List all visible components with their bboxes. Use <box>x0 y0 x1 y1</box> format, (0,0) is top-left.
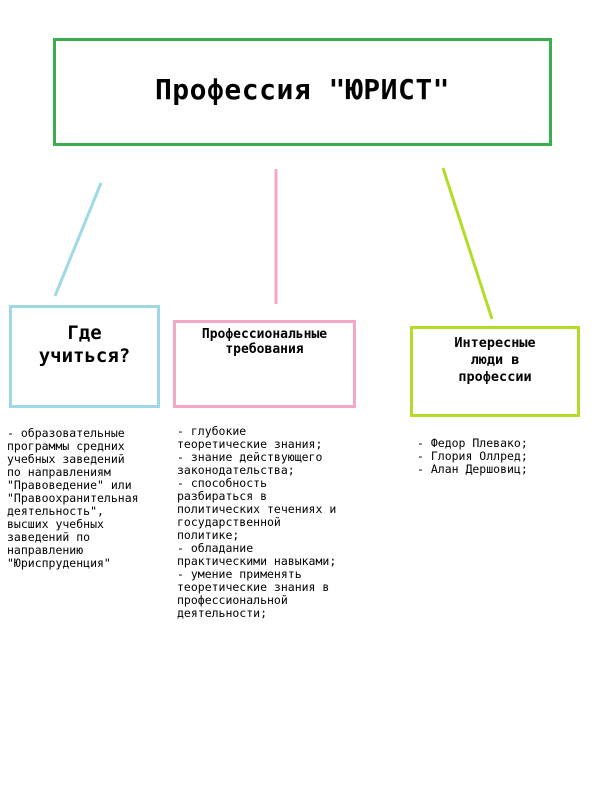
list-item: - Глория Оллред; <box>417 449 528 463</box>
where-to-study-heading: Где учиться? <box>38 322 131 367</box>
requirements-box: Профессиональные требования <box>173 320 356 408</box>
page-title: Профессия "ЮРИСТ" <box>154 72 451 106</box>
interesting-people-list: - Федор Плевако; - Глория Оллред; - Алан… <box>417 437 597 476</box>
interesting-people-box: Интересные люди в профессии <box>410 326 580 417</box>
list-item: - образовательные программы средних учеб… <box>7 426 139 570</box>
where-to-study-box: Где учиться? <box>9 305 160 408</box>
interesting-people-heading: Интересные люди в профессии <box>454 335 536 385</box>
title-box: Профессия "ЮРИСТ" <box>53 38 552 146</box>
list-item: - умение применять теоретические знания … <box>177 567 330 620</box>
list-item: - знание действующего законодательства; <box>177 450 323 477</box>
list-item: - Федор Плевако; <box>417 436 528 450</box>
list-item: - способность разбираться в политических… <box>177 476 337 542</box>
connector-line-left <box>53 182 103 297</box>
requirements-list: - глубокие теоретические знания; - знани… <box>177 425 377 620</box>
requirements-heading: Профессиональные требования <box>201 327 328 357</box>
connector-line-right <box>441 167 494 320</box>
where-to-study-list: - образовательные программы средних учеб… <box>7 427 167 570</box>
list-item: - глубокие теоретические знания; <box>177 424 323 451</box>
list-item: - Алан Дершовиц; <box>417 462 528 476</box>
list-item: - обладание практическими навыками; <box>177 541 337 568</box>
